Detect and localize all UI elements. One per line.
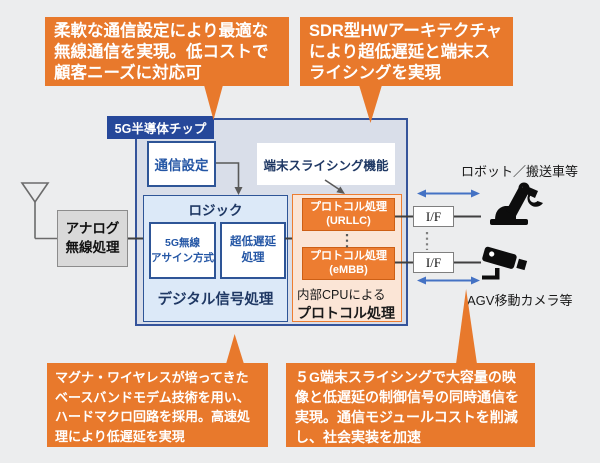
agv-label: AGV移動カメラ等 bbox=[467, 293, 573, 308]
comm-config-label: 通信設定 bbox=[154, 158, 209, 173]
if-label-1: I/F bbox=[425, 208, 442, 224]
low-latency-line2: 処理 bbox=[241, 251, 265, 264]
robot-arm-icon bbox=[490, 182, 543, 225]
radio-assign-line2: アサイン方式 bbox=[151, 251, 214, 264]
cpu-caption: 内部CPUによる プロトコル処理 bbox=[294, 284, 402, 323]
chip-title-tab: 5G半導体チップ bbox=[107, 116, 214, 139]
robot-label: ロボット／搬送車等 bbox=[461, 164, 579, 179]
urllc-box: プロトコル処理 (URLLC) bbox=[302, 198, 395, 231]
slicing-function-box: 端末スライシング機能 bbox=[257, 143, 395, 185]
callout-top-right: SDR型HWアーキテクチャにより超低遅延と端末スライシングを実現 bbox=[300, 17, 513, 86]
logic-title: ロジック bbox=[188, 203, 243, 218]
low-latency-line1: 超低遅延 bbox=[230, 235, 276, 248]
if-box-1: I/F bbox=[413, 206, 454, 227]
embb-line2: (eMBB) bbox=[329, 263, 368, 276]
radio-assign-line1: 5G無線 bbox=[164, 237, 200, 250]
urllc-line1: プロトコル処理 bbox=[310, 200, 387, 213]
slicing-function-label: 端末スライシング機能 bbox=[263, 158, 389, 173]
radio-assign-box: 5G無線 アサイン方式 bbox=[149, 222, 216, 279]
dsp-caption: デジタル信号処理 bbox=[157, 292, 274, 308]
cpu-caption-line2: プロトコル処理 bbox=[297, 305, 395, 321]
analog-line1: アナログ bbox=[65, 220, 120, 236]
analog-rf-box: アナログ 無線処理 bbox=[57, 210, 128, 267]
low-latency-box: 超低遅延 処理 bbox=[220, 222, 286, 279]
if-box-2: I/F bbox=[413, 252, 454, 273]
callout-bottom-right: ５G端末スライシングで大容量の映像と低遅延の制御信号の同時通信を実現。通信モジュ… bbox=[286, 363, 535, 447]
callout-top-left-tail bbox=[204, 85, 223, 120]
cpu-caption-line1: 内部CPUによる bbox=[297, 288, 386, 302]
callout-bottom-left-tail bbox=[226, 334, 244, 364]
chip-title: 5G半導体チップ bbox=[114, 122, 207, 136]
callout-bottom-left: マグナ・ワイヤレスが培ってきたベースバンドモデム技術を用い、ハードマクロ回路を採… bbox=[47, 363, 268, 447]
embb-line1: プロトコル処理 bbox=[310, 249, 387, 262]
analog-line2: 無線処理 bbox=[65, 239, 120, 255]
embb-box: プロトコル処理 (eMBB) bbox=[302, 247, 395, 280]
antenna-icon bbox=[20, 182, 57, 240]
cctv-camera-icon bbox=[482, 246, 528, 280]
urllc-line2: (URLLC) bbox=[326, 214, 371, 227]
if-label-2: I/F bbox=[425, 254, 442, 270]
callout-top-left: 柔軟な通信設定により最適な無線通信を実現。低コストで顧客ニーズに対応可 bbox=[45, 17, 289, 86]
comm-config-box: 通信設定 bbox=[147, 141, 216, 187]
